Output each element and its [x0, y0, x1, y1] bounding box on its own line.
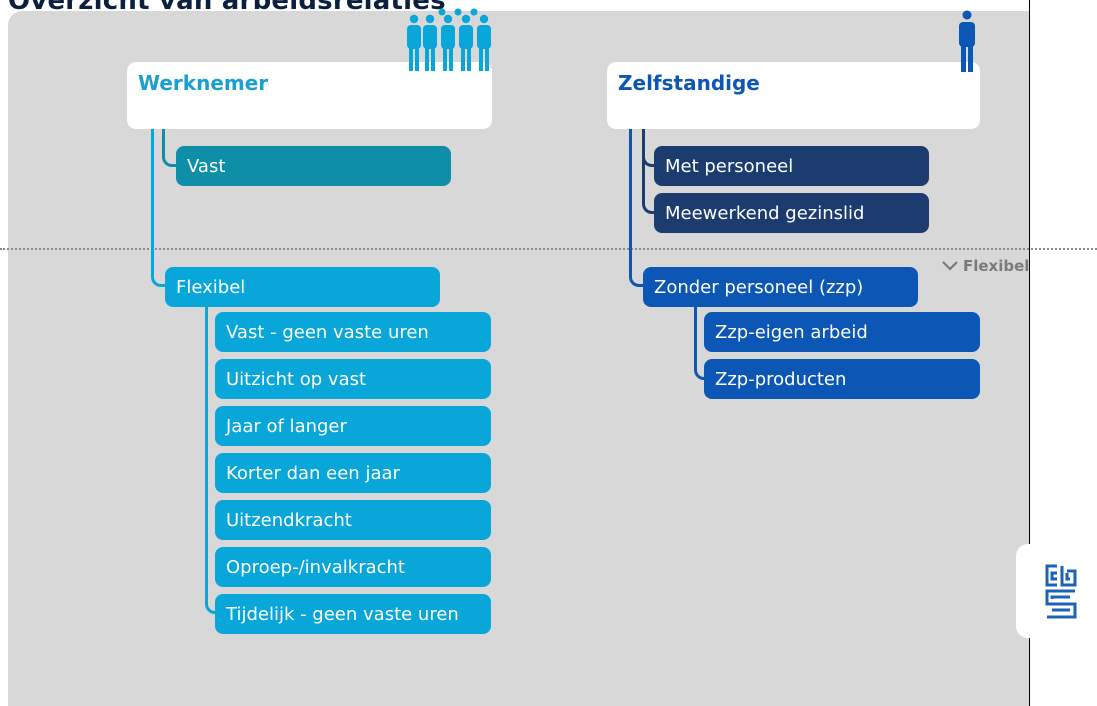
node-zzp-producten: Zzp-producten	[704, 359, 980, 399]
node-tijdelijk-geen-vaste-uren: Tijdelijk - geen vaste uren	[215, 594, 491, 634]
cbs-logo-box	[1016, 544, 1097, 638]
flexibel-divider-marker: Flexibel	[942, 256, 1029, 276]
node-meewerkend-gezinslid: Meewerkend gezinslid	[654, 193, 929, 233]
connector-zelfstandige-meewerkend	[642, 140, 656, 214]
node-vast: Vast	[176, 146, 451, 186]
single-person-icon	[959, 10, 975, 72]
connector-werknemer-flexibel	[151, 129, 167, 287]
chevron-down-icon	[942, 261, 958, 271]
werknemer-card: Werknemer	[127, 62, 492, 129]
werknemer-title: Werknemer	[138, 71, 269, 95]
node-korter-dan-een-jaar: Korter dan een jaar	[215, 453, 491, 493]
connector-zzp-children	[694, 307, 706, 380]
node-uitzicht-op-vast: Uitzicht op vast	[215, 359, 491, 399]
zelfstandige-title: Zelfstandige	[618, 71, 760, 95]
node-jaar-of-langer: Jaar of langer	[215, 406, 491, 446]
zelfstandige-card: Zelfstandige	[607, 62, 980, 129]
node-zonder-personeel: Zonder personeel (zzp)	[643, 267, 918, 307]
connector-zelfstandige-zonder	[629, 129, 645, 287]
node-flexibel: Flexibel	[165, 267, 440, 307]
flexibel-divider-label: Flexibel	[963, 257, 1030, 275]
node-uitzendkracht: Uitzendkracht	[215, 500, 491, 540]
node-zzp-eigen-arbeid: Zzp-eigen arbeid	[704, 312, 980, 352]
frame-edge-line	[1029, 0, 1030, 706]
cbs-logo	[1045, 564, 1077, 619]
group-of-people-icon	[407, 8, 491, 71]
node-met-personeel: Met personeel	[654, 146, 929, 186]
node-vast-geen-vaste-uren: Vast - geen vaste uren	[215, 312, 491, 352]
flexibel-divider-line	[0, 248, 1097, 250]
connector-werknemer-vast	[162, 129, 178, 167]
connector-flexibel-children	[205, 307, 217, 614]
node-oproep-invalkracht: Oproep-/invalkracht	[215, 547, 491, 587]
